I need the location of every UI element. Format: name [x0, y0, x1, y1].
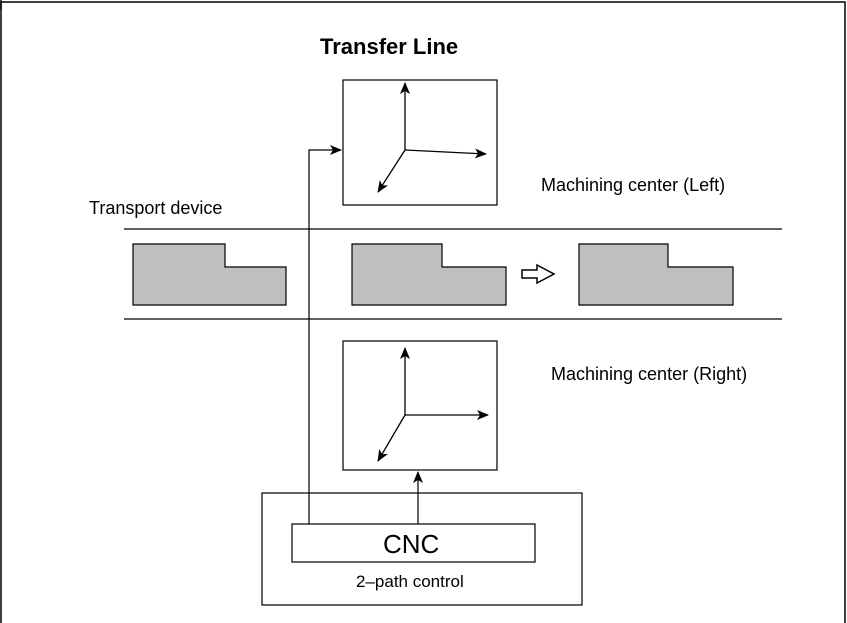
workpiece-2 — [351, 243, 507, 306]
machining-center-left-label: Machining center (Left) — [541, 175, 725, 195]
machining-center-right-label: Machining center (Right) — [551, 364, 747, 384]
cnc-label: CNC — [383, 529, 439, 559]
machining-center-left-box — [342, 79, 498, 206]
workpiece-1 — [132, 243, 287, 306]
machining-center-right-box — [342, 340, 498, 471]
path-control-box — [261, 492, 583, 606]
machining-center-left-axes-icon — [377, 82, 487, 193]
transport-device-label: Transport device — [89, 198, 222, 218]
hollow-right-arrow-icon — [521, 263, 556, 285]
diagram-title: Transfer Line — [320, 34, 458, 59]
machining-center-right-axes-icon — [377, 347, 489, 462]
path-control-label: 2–path control — [356, 572, 464, 591]
cnc-box — [291, 523, 536, 563]
cnc-to-left-center-connector — [308, 145, 342, 524]
workpiece-3 — [578, 243, 734, 306]
